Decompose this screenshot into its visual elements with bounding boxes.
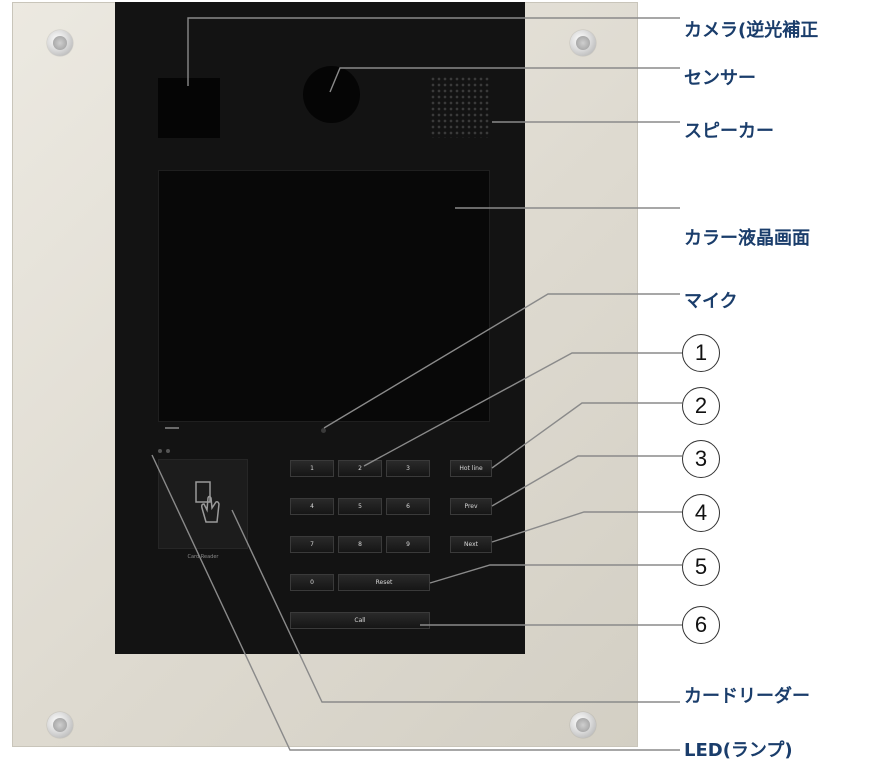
leader-mic [323, 293, 680, 429]
led-lamp [158, 449, 162, 453]
label-led: LED(ランプ) [684, 740, 793, 761]
callout-6: 6 [682, 606, 720, 644]
callout-1: 1 [682, 334, 720, 372]
sensor [303, 66, 360, 123]
leader-4 [491, 511, 682, 543]
key-6[interactable]: 6 [386, 498, 430, 515]
microphone [321, 428, 326, 433]
label-mic: マイク [684, 291, 738, 312]
leader-card-reader [231, 509, 680, 703]
hotline-button[interactable]: Hot line [450, 460, 492, 477]
leader-camera [187, 17, 680, 86]
card-reader-label: Card Reader [187, 554, 219, 560]
led-lamp [166, 449, 170, 453]
leader-sensor [329, 67, 680, 93]
screw-top-left-icon [47, 30, 73, 56]
lcd-indicator [165, 427, 179, 429]
callout-5: 5 [682, 548, 720, 586]
reset-button[interactable]: Reset [338, 574, 430, 591]
key-5[interactable]: 5 [338, 498, 382, 515]
leader-5 [429, 564, 682, 584]
camera [158, 78, 220, 138]
key-3[interactable]: 3 [386, 460, 430, 477]
prev-button[interactable]: Prev [450, 498, 492, 515]
leader-led [151, 454, 680, 751]
key-8[interactable]: 8 [338, 536, 382, 553]
key-0[interactable]: 0 [290, 574, 334, 591]
key-9[interactable]: 9 [386, 536, 430, 553]
callout-4: 4 [682, 494, 720, 532]
leader-1 [363, 352, 682, 467]
key-4[interactable]: 4 [290, 498, 334, 515]
callout-3: 3 [682, 440, 720, 478]
next-button[interactable]: Next [450, 536, 492, 553]
key-1[interactable]: 1 [290, 460, 334, 477]
screw-bottom-right-icon [570, 712, 596, 738]
leader-3 [491, 455, 682, 507]
label-card-reader: カードリーダー [684, 686, 810, 707]
label-speaker: スピーカー [684, 121, 774, 142]
label-lcd: カラー液晶画面 [684, 228, 810, 249]
screw-top-right-icon [570, 30, 596, 56]
leader-2 [491, 402, 682, 469]
key-7[interactable]: 7 [290, 536, 334, 553]
screw-bottom-left-icon [47, 712, 73, 738]
key-2[interactable]: 2 [338, 460, 382, 477]
call-button[interactable]: Call [290, 612, 430, 629]
card-tap-icon [195, 481, 220, 523]
label-sensor: センサー [684, 68, 756, 89]
label-camera: カメラ(逆光補正 [684, 20, 819, 41]
callout-2: 2 [682, 387, 720, 425]
lcd-screen [158, 170, 490, 422]
speaker-grille [430, 76, 490, 138]
